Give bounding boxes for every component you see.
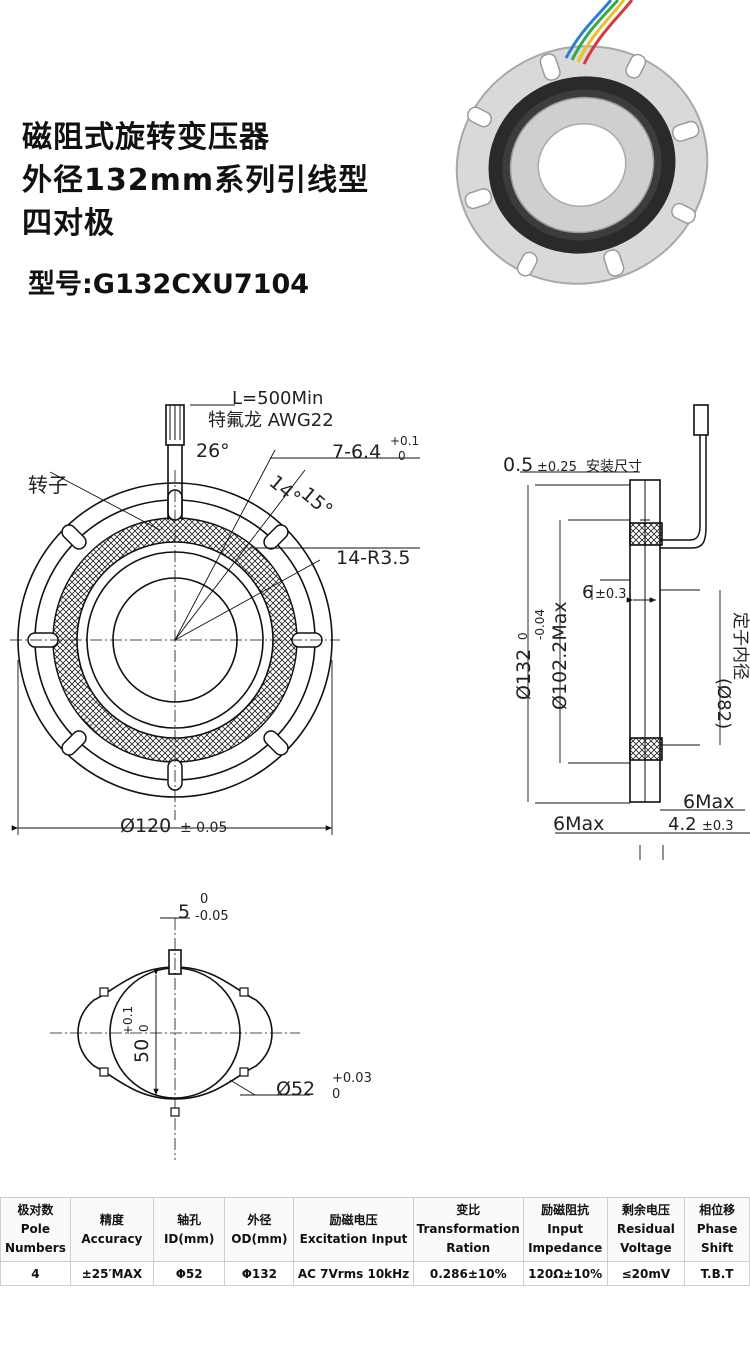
value-pole-numbers: 4 <box>0 1261 71 1286</box>
value-residual-voltage: ≤20mV <box>606 1261 686 1286</box>
od132-tol-up: 0 <box>516 632 530 640</box>
angle-15-label: 15° <box>297 483 337 522</box>
mount-tol-label: ±0.25 <box>537 460 577 475</box>
angle-26-label: 26° <box>196 440 230 462</box>
model-number: 型号:G132CXU7104 <box>28 269 310 300</box>
thick42-label: 4.2 <box>668 814 697 835</box>
value-transformation-ratio: 0.286±10% <box>412 1261 524 1286</box>
height-dim-label: 50 <box>131 1039 153 1063</box>
key-tol-up: 0 <box>200 892 208 907</box>
rotor-view <box>50 917 310 1160</box>
spec-value-row: 4 ±25′MAX Φ52 Φ132 AC 7Vrms 10kHz 0.286±… <box>0 1261 750 1286</box>
spec-header-row: 极对数 Pole Numbers 精度 Accuracy 轴孔 ID(mm) 外… <box>0 1197 750 1262</box>
slot-tol-low: 0 <box>398 449 406 463</box>
value-accuracy: ±25′MAX <box>69 1261 154 1286</box>
bore-dim-label: Ø52 <box>276 1078 315 1100</box>
od-dim-label: Ø120 <box>120 815 171 837</box>
header-residual-voltage: 剩余电压 Residual Voltage <box>606 1197 686 1262</box>
height-tol-low: 0 <box>137 1024 151 1032</box>
side-view <box>520 404 750 860</box>
height-tol-up: +0.1 <box>121 1006 135 1035</box>
wire-spec-label: 特氟龙 AWG22 <box>208 410 334 431</box>
od132-tol-low: -0.04 <box>533 609 547 640</box>
header-phase-shift: 相位移 Phase Shift <box>684 1197 750 1262</box>
front-view <box>10 404 420 835</box>
rotor-label: 转子 <box>28 473 68 497</box>
angle-14-label: 14° <box>265 471 305 510</box>
spec-table: 极对数 Pole Numbers 精度 Accuracy 轴孔 ID(mm) 外… <box>0 1197 750 1286</box>
slot-dim-label: 7-6.4 <box>332 441 381 463</box>
value-excitation-input: AC 7Vrms 10kHz <box>293 1261 414 1286</box>
max6-right-label: 6Max <box>683 791 734 813</box>
mount-dim-label: 0.5 <box>503 454 533 476</box>
header-transformation-ratio: 变比 Transformation Ration <box>412 1197 524 1262</box>
key-tol-low: -0.05 <box>195 909 229 924</box>
max6-left-label: 6Max <box>553 813 604 835</box>
header-id: 轴孔 ID(mm) <box>152 1197 226 1262</box>
od-tol-label: ± 0.05 <box>180 820 227 836</box>
bore-tol-low: 0 <box>332 1087 340 1102</box>
title-line-3: 四对极 <box>22 206 115 241</box>
value-id: Φ52 <box>152 1261 226 1286</box>
header-pole-numbers: 极对数 Pole Numbers <box>0 1197 71 1262</box>
product-photo <box>455 0 709 285</box>
id82-label: (Ø82) <box>713 678 734 729</box>
value-od: Φ132 <box>224 1261 295 1286</box>
key-dim-label: 5 <box>178 901 190 923</box>
value-phase-shift: T.B.T <box>684 1261 750 1286</box>
od132-label: Ø132 <box>513 649 535 700</box>
thick6-label: 6 <box>582 582 593 603</box>
thick6-tol: ±0.3 <box>595 587 627 602</box>
bore-tol-up: +0.03 <box>332 1071 372 1086</box>
header-input-impedance: 励磁阻抗 Input Impedance <box>522 1197 608 1262</box>
stator-id-label: 定子内径 <box>730 612 750 680</box>
title-line-2: 外径132mm系列引线型 <box>22 163 370 198</box>
title-line-1: 磁阻式旋转变压器 <box>22 120 270 155</box>
slot-tol-up: +0.1 <box>390 434 419 448</box>
header-accuracy: 精度 Accuracy <box>69 1197 154 1262</box>
mount-text-label: 安装尺寸 <box>586 459 642 475</box>
thick42-tol: ±0.3 <box>702 819 734 834</box>
radius-dim-label: 14-R3.5 <box>336 547 410 569</box>
value-input-impedance: 120Ω±10% <box>522 1261 608 1286</box>
od102-label: Ø102.2Max <box>549 601 571 710</box>
technical-drawings: L=500Min 特氟龙 AWG22 26° 7-6.4 +0.1 0 14° … <box>10 388 750 1160</box>
header-od: 外径 OD(mm) <box>224 1197 295 1262</box>
lead-length-label: L=500Min <box>232 388 323 409</box>
header-excitation-input: 励磁电压 Excitation Input <box>293 1197 414 1262</box>
